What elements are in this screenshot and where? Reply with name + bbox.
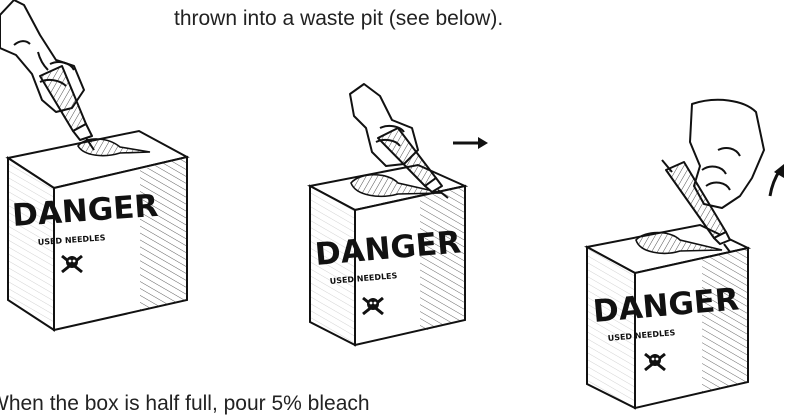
gloved-hand-syringe-1 — [0, 0, 94, 150]
sharps-box-1: DANGER USED NEEDLES — [8, 131, 187, 330]
caption-bottom: When the box is half full, pour 5% bleac… — [0, 391, 370, 417]
curved-arrow-icon — [770, 164, 784, 196]
arrow-right-icon — [453, 137, 488, 149]
sharps-box-3: DANGER USED NEEDLES — [587, 225, 748, 408]
